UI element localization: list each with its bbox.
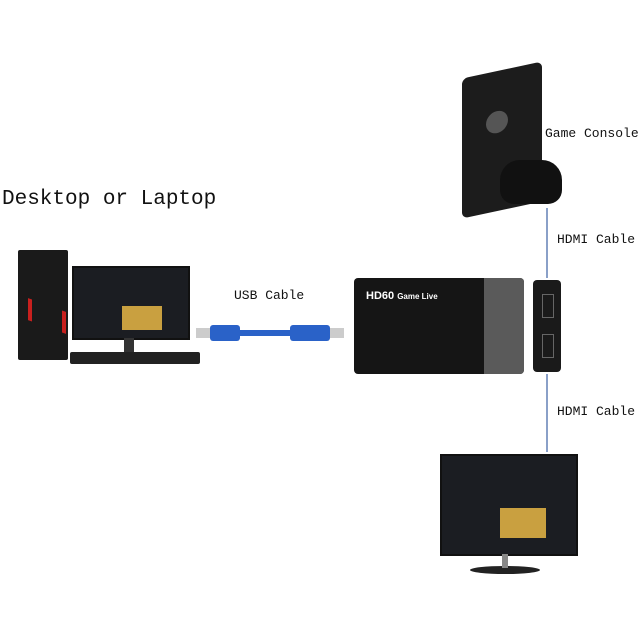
pc-tower (18, 250, 68, 360)
tv-monitor (440, 454, 578, 556)
controller (500, 160, 562, 204)
hdmi-cable-top-arrow (546, 208, 548, 278)
tv-neck (502, 554, 508, 568)
device-model: Game Live (397, 292, 438, 301)
tv-stand (470, 566, 540, 574)
usb-cable-label: USB Cable (234, 288, 305, 303)
desktop-label: Desktop or Laptop (2, 188, 217, 211)
monitor-stand (124, 338, 134, 352)
game-console-label: Game Console (545, 126, 639, 141)
usb-cable (196, 324, 346, 342)
device-hdmi-ports (533, 280, 561, 372)
hdmi-cable-bottom-label: HDMI Cable (557, 404, 636, 419)
hdmi-cable-bottom-arrow (546, 374, 548, 452)
device-brand: HD60 (366, 290, 395, 302)
capture-device: HD60 Game Live (354, 278, 524, 374)
keyboard (70, 352, 200, 364)
desktop-monitor (72, 266, 190, 340)
hdmi-cable-top-label: HDMI Cable (557, 232, 636, 247)
